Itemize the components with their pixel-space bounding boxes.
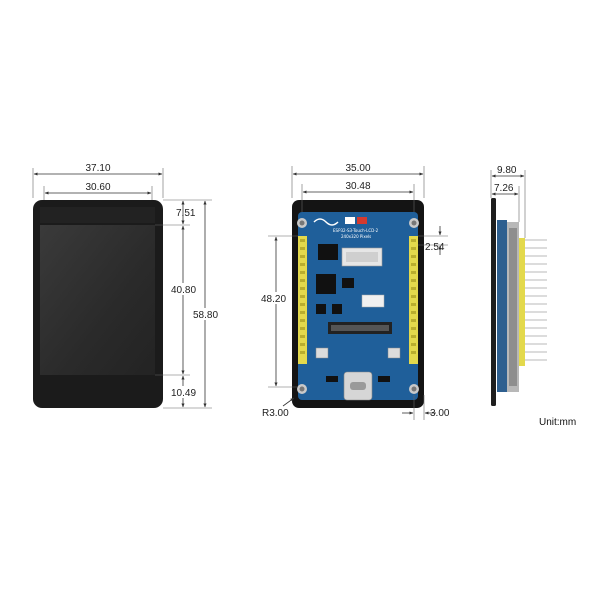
bezel-top-strip xyxy=(40,207,155,223)
chip-upper xyxy=(318,244,338,260)
unit-label: Unit:mm xyxy=(539,417,576,428)
chip-mid xyxy=(316,274,336,294)
board-corner-radius-label: R3.00 xyxy=(262,408,289,419)
front-width-inner-label: 30.60 xyxy=(85,182,110,193)
chip-low-left xyxy=(316,304,326,314)
side-lcd-body xyxy=(491,198,496,406)
front-top-margin-label: 7.51 xyxy=(176,208,196,219)
chip-low-right xyxy=(332,304,342,314)
board-header-offset-label: 2.54 xyxy=(425,242,445,253)
side-view: 9.80 7.26 xyxy=(490,165,547,406)
side-pin-header xyxy=(519,238,525,366)
board-width-outer-label: 35.00 xyxy=(345,163,370,174)
jst-connector xyxy=(361,294,385,308)
ce-mark-badge xyxy=(345,217,355,224)
silkscreen-resolution: 240x320 Pixels xyxy=(341,234,371,239)
front-total-height-label: 58.80 xyxy=(193,310,218,321)
brand-logo-icon xyxy=(313,218,339,226)
side-pins xyxy=(525,239,547,361)
front-bottom-margin-label: 10.49 xyxy=(171,388,196,399)
front-screen-height-label: 40.80 xyxy=(171,285,196,296)
button-left xyxy=(315,347,329,359)
side-pcb xyxy=(497,220,507,392)
side-thickness-body-label: 7.26 xyxy=(494,183,514,194)
usb-badge xyxy=(357,217,367,224)
chip-small xyxy=(342,278,354,288)
side-thickness-total-label: 9.80 xyxy=(497,165,517,176)
board-edge-offset-label: 3.00 xyxy=(430,408,450,419)
pin-header-right xyxy=(409,236,418,364)
display-screen xyxy=(40,225,155,375)
silkscreen-model: ESP32-S3-Touch-LCD-2 xyxy=(333,228,379,233)
front-view: 37.10 30.60 7.51 40.80 58.80 10.49 xyxy=(32,163,219,409)
board-width-inner-label: 30.48 xyxy=(345,181,370,192)
board-view: ESP32-S3-Touch-LCD-2 240x320 Pixels 35.0… xyxy=(260,163,450,420)
front-width-outer-label: 37.10 xyxy=(85,163,110,174)
button-right xyxy=(387,347,401,359)
pin-header-left xyxy=(298,236,307,364)
board-header-length-label: 48.20 xyxy=(261,294,286,305)
